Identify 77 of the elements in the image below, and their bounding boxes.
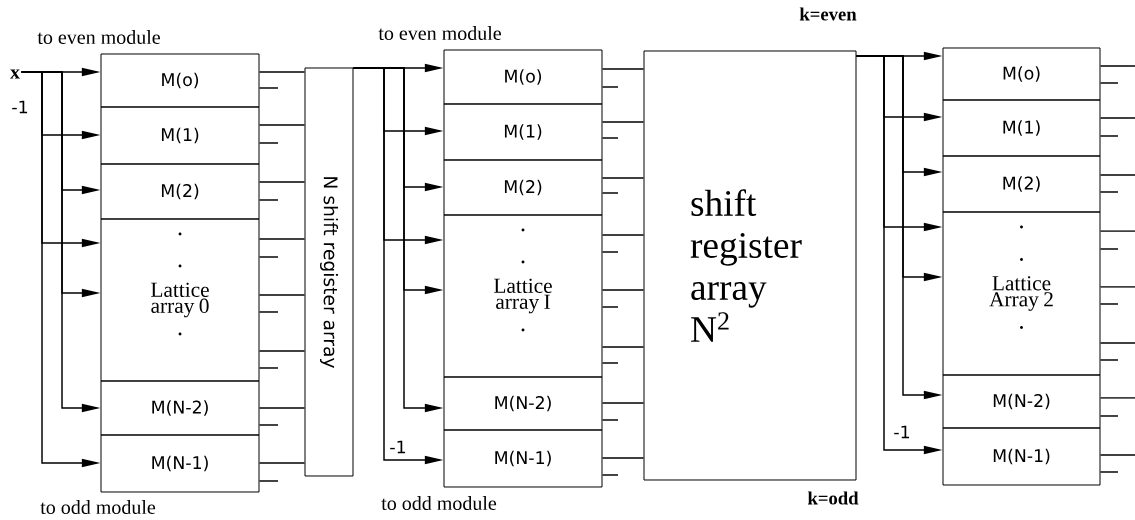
annotation: to odd module <box>40 499 156 514</box>
annotation: to even module <box>378 25 501 40</box>
connector-line <box>601 121 645 123</box>
connector-line <box>258 256 279 258</box>
connector-line <box>258 238 306 240</box>
annotation: to even module <box>37 29 160 44</box>
connector-line <box>601 402 645 404</box>
connector-line <box>1099 454 1135 456</box>
module-box: M(o) <box>942 47 1101 101</box>
connector-line <box>1099 286 1135 288</box>
connector-line <box>1099 303 1119 305</box>
connector-line <box>601 289 645 291</box>
connector-line <box>258 199 279 201</box>
annotation: -1 <box>12 100 28 114</box>
module-box: M(1) <box>100 106 260 165</box>
lattice-box: Lattice Array 2 <box>942 211 1101 376</box>
module-box: M(1) <box>942 99 1101 157</box>
module-box: M(1) <box>443 103 603 161</box>
connector-line <box>258 480 279 482</box>
connector-line <box>601 362 619 364</box>
input-label: x <box>10 69 20 79</box>
connector-line <box>258 311 279 313</box>
connector-line <box>601 234 645 236</box>
connector-line <box>1099 174 1135 176</box>
connector-line <box>601 474 619 476</box>
connector-line <box>1099 471 1119 473</box>
connector-line <box>601 68 645 70</box>
module-box: M(2) <box>942 155 1101 213</box>
module-box: M(o) <box>100 53 260 108</box>
connector-line <box>258 367 279 369</box>
module-box: M(2) <box>443 159 603 216</box>
module-box: M(N-2) <box>100 380 260 436</box>
connector-line <box>1099 342 1135 344</box>
connector-line <box>258 87 279 89</box>
connector-line <box>601 346 645 348</box>
connector-line <box>1099 117 1135 119</box>
lattice-box: Lattice array 0 <box>100 218 260 382</box>
lattice-box: Lattice array I <box>443 214 603 378</box>
annotation: -1 <box>390 440 406 454</box>
connector-line <box>1099 359 1119 361</box>
connector-line <box>601 306 619 308</box>
shift-register-box: N shift register array <box>304 67 354 477</box>
connector-line <box>258 424 279 426</box>
module-box: M(N-2) <box>443 376 603 431</box>
connector-line <box>258 142 279 144</box>
connector-line <box>1099 135 1119 137</box>
connector-line <box>601 137 619 139</box>
connector-line <box>1099 415 1119 417</box>
module-box: M(2) <box>100 163 260 220</box>
connector-line <box>601 86 619 88</box>
connector-line <box>258 407 306 409</box>
connector-line <box>258 294 306 296</box>
annotation: -1 <box>894 425 910 439</box>
shift-register-box: shift register array N$^{2}$ <box>643 50 857 481</box>
connector-line <box>258 71 306 73</box>
connector-line <box>1099 65 1135 67</box>
module-box: M(o) <box>443 49 603 105</box>
connector-line <box>1099 230 1135 232</box>
connector-line <box>258 350 306 352</box>
connector-line <box>258 181 306 183</box>
connector-line <box>258 124 306 126</box>
annotation: to odd module <box>381 495 497 510</box>
module-box: M(N-1) <box>942 427 1101 486</box>
annotation: k=even <box>799 7 857 21</box>
connector-line <box>1099 82 1119 84</box>
connector-line <box>1099 397 1135 399</box>
connector-line <box>1099 191 1119 193</box>
module-box: M(N-2) <box>942 374 1101 429</box>
module-box: M(N-1) <box>443 429 603 488</box>
module-box: M(N-1) <box>100 434 260 493</box>
connector-line <box>601 419 619 421</box>
connector-line <box>258 462 306 464</box>
connector-line <box>601 192 619 194</box>
connector-line <box>601 251 619 253</box>
connector-line <box>601 457 645 459</box>
connector-line <box>601 177 645 179</box>
connector-line <box>1099 248 1119 250</box>
